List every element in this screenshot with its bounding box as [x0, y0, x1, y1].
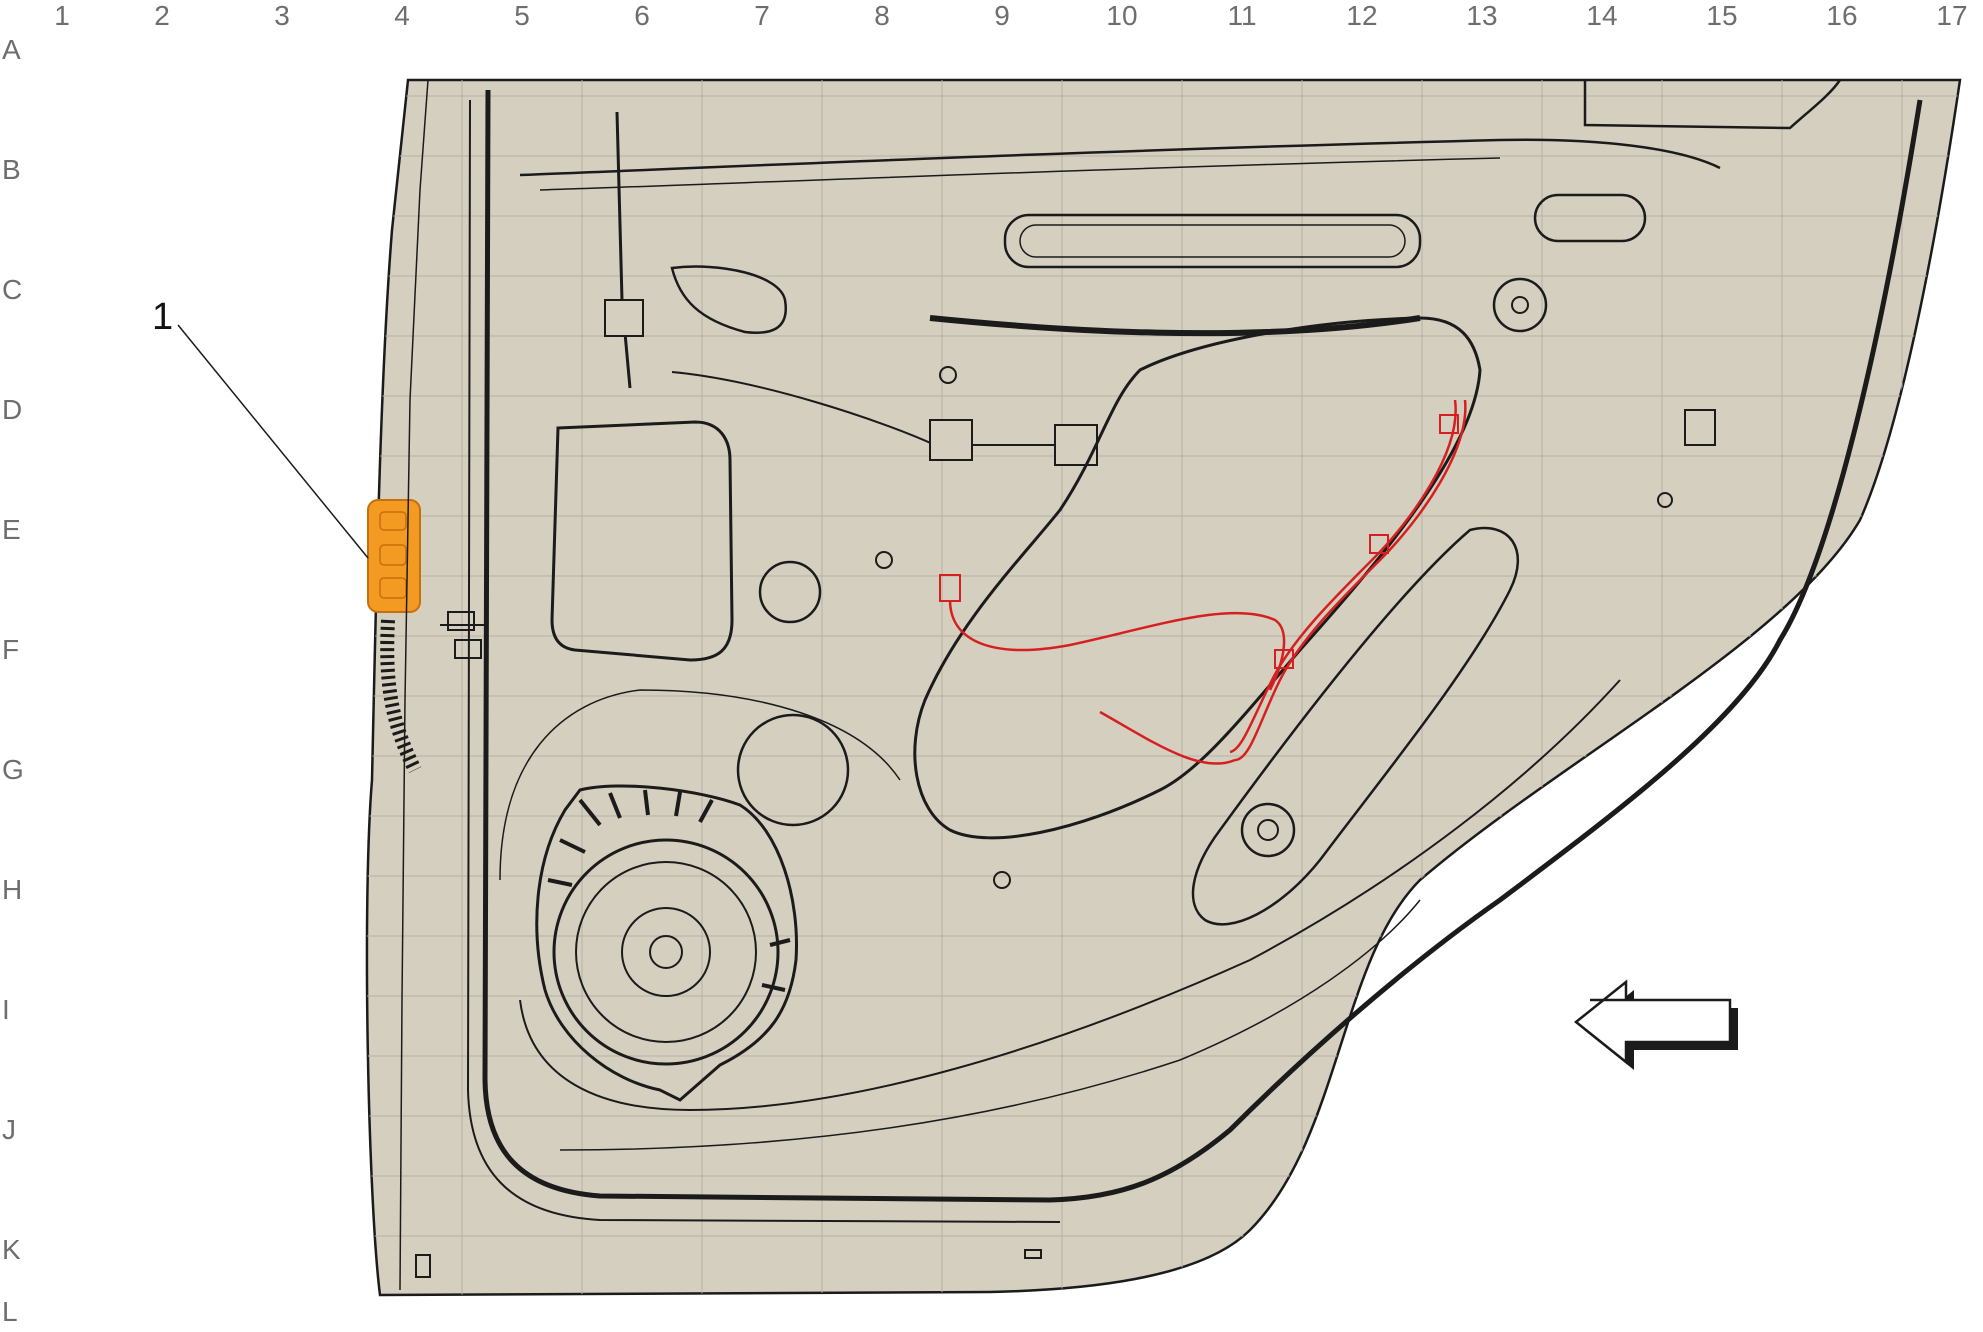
wiring-grommet-highlight [367, 499, 421, 613]
door-panel-body [365, 78, 1962, 1297]
inner-seal-outline [482, 89, 1923, 1203]
column-label: 15 [1706, 0, 1738, 31]
harness-connector-3 [1369, 534, 1389, 554]
corrugated-conduit [380, 619, 422, 774]
hinge-bolts [440, 611, 485, 659]
contour-line-2 [499, 689, 901, 881]
column-label: 11 [1227, 0, 1257, 31]
row-label: L [2, 1296, 18, 1327]
column-label: 3 [274, 0, 290, 31]
column-label: 16 [1826, 0, 1858, 31]
speaker-cone-outer [552, 838, 780, 1066]
left-arrow-icon [1573, 979, 1738, 1070]
column-label: 10 [1106, 0, 1138, 31]
lower-slot [1191, 526, 1520, 926]
harness-main [1234, 399, 1467, 762]
row-label: A [2, 34, 21, 65]
speaker-frame-ribs [547, 789, 791, 992]
harness-connector-2 [1439, 414, 1459, 434]
column-label: 13 [1466, 0, 1498, 31]
contour-line-1 [519, 679, 1621, 1112]
column-label: 17 [1936, 0, 1968, 31]
row-label: F [2, 634, 20, 665]
round-opening-1 [736, 713, 850, 827]
row-label: J [2, 1114, 16, 1145]
mount-hole-3 [993, 871, 1011, 889]
regulator-rail [929, 315, 1421, 337]
regulator-opening [913, 316, 1482, 840]
grommet-2-inner [1257, 819, 1279, 841]
callout-leader-line [177, 324, 369, 559]
column-label: 4 [394, 0, 410, 31]
column-label: 14 [1586, 0, 1618, 31]
highlighted-component [367, 499, 421, 613]
row-label: B [2, 154, 21, 185]
door-edge-line [399, 79, 429, 1291]
column-label: 9 [994, 0, 1010, 31]
upper-access-slot-inner [1019, 224, 1406, 258]
belt-line [519, 138, 1721, 177]
grommet-1-inner [1511, 296, 1529, 314]
module-opening [550, 420, 734, 662]
mount-hole-2 [875, 551, 893, 569]
row-label: D [2, 394, 23, 425]
upper-access-slot [1003, 213, 1422, 269]
harness-branch-3 [1099, 710, 1236, 765]
row-label: K [2, 1234, 21, 1265]
grommet-2 [1240, 802, 1296, 858]
inner-seal-secondary [466, 99, 1061, 1223]
column-label: 5 [514, 0, 530, 31]
column-label: 7 [754, 0, 770, 31]
row-label: H [2, 874, 23, 905]
speaker-dust-cap [649, 935, 683, 969]
column-label: 1 [54, 0, 70, 31]
row-label: G [2, 754, 24, 785]
oval-opening [670, 265, 788, 334]
contour-line-3 [559, 899, 1421, 1151]
mount-hole-4 [1657, 492, 1673, 508]
harness-branch-1 [1229, 399, 1457, 754]
drain-slot [415, 1254, 431, 1278]
speaker-housing [535, 784, 798, 1102]
mount-hole-1 [939, 366, 957, 384]
glass-channel [1583, 79, 1842, 130]
handle-pocket [1533, 193, 1647, 243]
row-label: I [2, 994, 10, 1025]
wiring-harness [939, 399, 1467, 765]
row-label: E [2, 514, 21, 545]
drain-slot-2 [1024, 1249, 1042, 1259]
round-opening-2 [758, 560, 822, 624]
row-label: C [2, 274, 23, 305]
harness-branch-2 [948, 599, 1286, 691]
speaker-cone-inner [621, 907, 711, 997]
callout-number: 1 [152, 296, 174, 338]
column-label: 2 [154, 0, 170, 31]
speaker [535, 784, 798, 1102]
cable-clip-1 [929, 419, 973, 461]
belt-line-inner [539, 157, 1501, 191]
grommet-1 [1492, 277, 1548, 333]
column-label: 12 [1346, 0, 1378, 31]
latch-connector [1684, 409, 1716, 446]
column-label: 8 [874, 0, 890, 31]
lock-rod-clip [604, 299, 644, 337]
speaker-cone-mid [575, 861, 757, 1043]
harness-connector-4 [1274, 649, 1294, 669]
harness-connector-1 [939, 574, 961, 602]
column-label: 6 [634, 0, 650, 31]
latch-cable [671, 371, 1060, 446]
